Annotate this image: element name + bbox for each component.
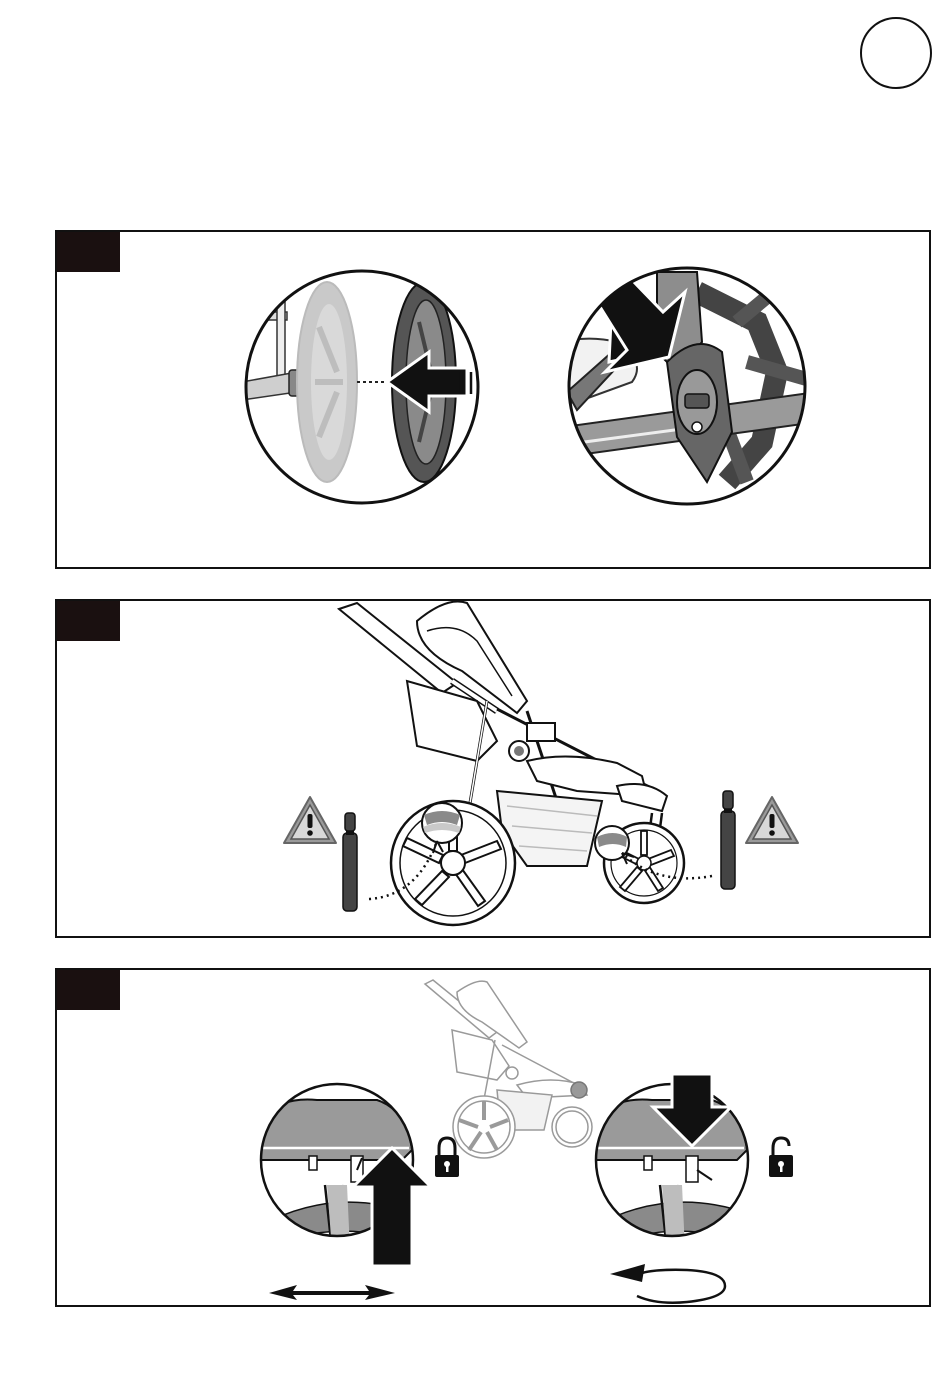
lock-open-icon	[769, 1138, 793, 1177]
page-number-badge	[860, 17, 932, 89]
step3-artwork	[57, 970, 931, 1307]
step-panel-2	[55, 599, 931, 938]
step1-artwork	[57, 232, 931, 569]
warning-triangle-icon	[746, 797, 798, 843]
wheel-lock-pedal-illustration	[527, 267, 817, 507]
rotate-arrow-icon	[610, 1264, 725, 1303]
stroller-tyre-pressure-illustration	[339, 601, 712, 925]
lock-closed-icon	[435, 1138, 459, 1177]
step-panel-3	[55, 968, 931, 1307]
stroller-thumbnail	[425, 980, 592, 1158]
double-arrow-icon	[269, 1285, 395, 1300]
swivel-lock-up-illustration	[247, 1080, 431, 1266]
step2-artwork	[57, 601, 931, 938]
tyre-pump-icon	[343, 813, 357, 911]
warning-triangle-icon	[284, 797, 336, 843]
wheel-attach-illustration	[242, 267, 482, 507]
swivel-unlock-down-illustration	[582, 1074, 762, 1250]
tyre-pump-icon	[721, 791, 735, 889]
step-panel-1	[55, 230, 931, 569]
